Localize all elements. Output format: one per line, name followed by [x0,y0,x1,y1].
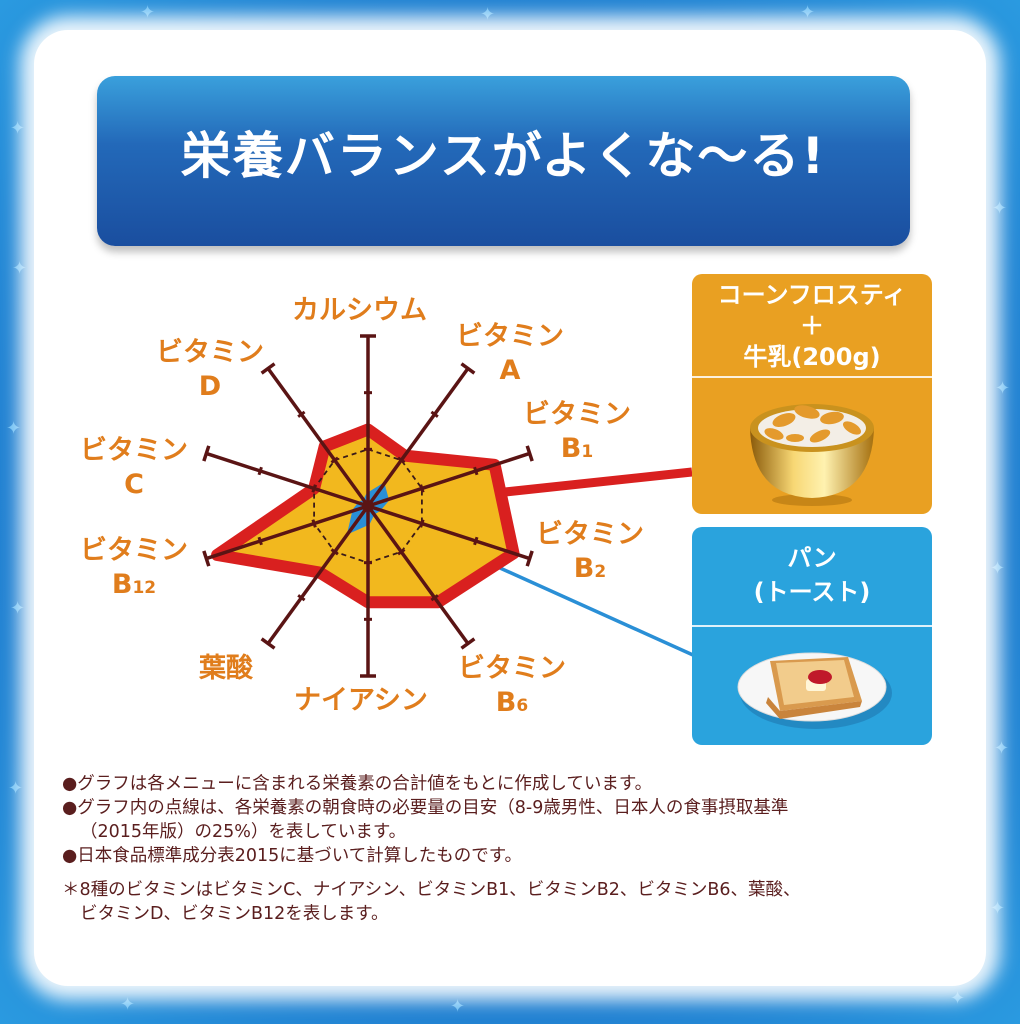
footnotes: ●グラフは各メニューに含まれる栄養素の合計値をもとに作成しています。 ●グラフ内… [62,772,962,926]
page-title: 栄養バランスがよくな〜る! [180,127,827,185]
axis-line [266,504,370,645]
toast-plate-image [692,627,932,745]
axis-tick [430,410,439,418]
legend-panel-toast: パン (トースト) [692,527,932,745]
cereal-leader-line [504,467,693,497]
axis-tick [257,466,263,476]
axis-tick [202,445,211,462]
axis-tick [311,519,317,528]
legend-cereal-title: コーンフロスティ ＋ 牛乳(200g) [692,274,932,378]
note-4b: ビタミンD、ビタミンB12を表します。 [80,904,389,924]
legend-panel-cereal-milk: コーンフロスティ ＋ 牛乳(200g) [692,274,932,514]
axis-line [205,451,369,508]
axis-label-calcium: カルシウム [292,295,427,326]
sparkle-icon: ✦ [995,378,1011,399]
axis-tick [473,466,479,476]
axis-tick [297,410,306,418]
sparkle-icon: ✦ [6,418,22,439]
radar-axes [202,334,534,678]
axis-tick [202,550,211,567]
sparkle-icon: ✦ [120,994,136,1015]
axis-tick [260,637,276,650]
axis-label-folate: 葉酸 [199,653,253,684]
axis-tick [473,536,479,546]
chart-center-dot [362,500,374,512]
sparkle-icon: ✦ [450,996,466,1017]
axis-tick [419,519,425,528]
axis-line [367,451,531,508]
axis-tick [460,637,476,650]
axis-line [205,504,369,561]
axis-label-niacin: ナイアシン [294,685,428,716]
axis-line [366,504,470,645]
note-2b: （2015年版）の25%）を表しています。 [80,822,407,842]
note-3: ●日本食品標準成分表2015に基づいて計算したものです。 [62,846,523,866]
note-2a: ●グラフ内の点線は、各栄養素の朝食時の必要量の目安（8-9歳男性、日本人の食事摂… [62,798,789,818]
axis-line [366,367,470,508]
title-banner: 栄養バランスがよくな〜る! [97,76,910,246]
sparkle-icon: ✦ [140,2,156,23]
sparkle-icon: ✦ [950,988,966,1009]
sparkle-icon: ✦ [994,738,1010,759]
sparkle-icon: ✦ [990,558,1006,579]
sparkle-icon: ✦ [10,598,26,619]
cereal-bowl-image [692,378,932,508]
axis-tick [257,536,263,546]
axis-tick [525,550,534,567]
sparkle-icon: ✦ [990,898,1006,919]
axis-line [367,504,531,561]
axis-tick [460,362,476,375]
axis-tick [330,548,339,556]
sparkle-icon: ✦ [480,4,496,25]
axis-tick [297,594,306,602]
axis-tick [419,484,425,493]
axis-tick [525,445,534,462]
sparkle-icon: ✦ [10,118,26,139]
sparkle-icon: ✦ [800,2,816,23]
sparkle-icon: ✦ [992,198,1008,219]
axis-tick [311,484,317,493]
axis-line [266,367,370,508]
axis-tick [430,594,439,602]
sparkle-icon: ✦ [8,778,24,799]
sparkle-icon: ✦ [12,258,28,279]
note-4a: ＊8種のビタミンはビタミンC、ナイアシン、ビタミンB1、ビタミンB2、ビタミンB… [62,880,801,900]
note-1: ●グラフは各メニューに含まれる栄養素の合計値をもとに作成しています。 [62,774,653,794]
axis-tick [397,456,406,464]
legend-toast-title: パン (トースト) [692,527,932,627]
axis-tick [330,456,339,464]
axis-tick [260,362,276,375]
axis-tick [397,548,406,556]
